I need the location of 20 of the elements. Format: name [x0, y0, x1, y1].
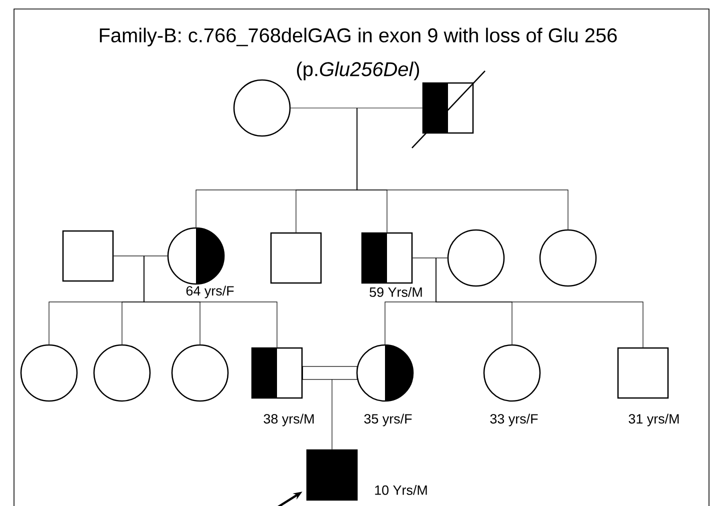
pedigree-circle [539, 229, 597, 287]
age-label: 10 Yrs/M [375, 485, 427, 495]
pedigree-square [62, 230, 114, 282]
age-label: 38 yrs/M [264, 414, 314, 426]
pedigree-circle [171, 344, 229, 402]
pedigree-line [356, 108, 568, 230]
pedigree-line [436, 258, 644, 348]
pedigree-circle [20, 344, 78, 402]
age-label: 59 Yrs/M [370, 287, 422, 297]
age-label: 35 yrs/F [364, 414, 412, 426]
double-line [302, 366, 358, 380]
pedigree-line [144, 256, 278, 348]
age-label: 33 yrs/F [490, 414, 538, 426]
title: Family-B: c.766_768delGAG in exon 9 with loss of Glu 256 (p.Glu256Del) [100, 28, 617, 80]
pedigree-square [270, 232, 322, 284]
age-label: 31 yrs/M [628, 414, 679, 426]
pedigree-circle [447, 229, 505, 287]
pedigree-circle [93, 344, 151, 402]
age-label: 64 yrs/F [186, 286, 234, 298]
pedigree-circle [233, 79, 291, 137]
